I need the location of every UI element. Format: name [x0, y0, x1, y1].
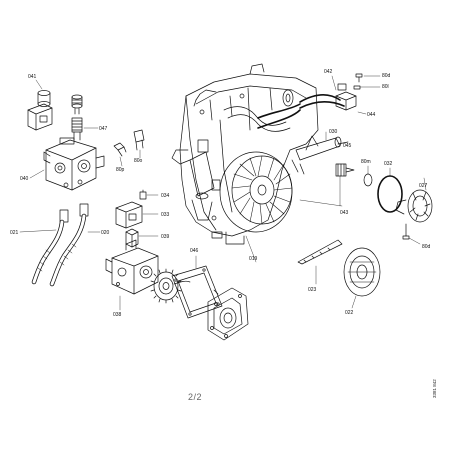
label-80p: 80p	[116, 167, 125, 173]
label-027: 027	[419, 183, 428, 189]
o-ring-80m	[363, 165, 373, 187]
document-code: 3381 842	[432, 379, 437, 398]
label-019: 019	[249, 256, 258, 262]
label-042: 042	[324, 69, 333, 75]
label-020: 020	[101, 230, 110, 236]
gasket-046	[171, 255, 223, 319]
oil-hose-021	[19, 209, 69, 285]
solenoid-coil-041	[27, 79, 53, 131]
label-044: 044	[367, 112, 376, 118]
flange-cover	[207, 287, 249, 341]
label-046: 046	[190, 248, 199, 254]
label-022: 022	[345, 310, 354, 316]
fan-wheel	[219, 151, 293, 233]
label-034: 034	[161, 193, 170, 199]
label-80l: 80l	[382, 84, 389, 90]
fitting-80o	[133, 129, 145, 159]
oil-pump-040	[29, 137, 105, 191]
coupling-gear	[150, 268, 191, 304]
nozzle-045	[335, 163, 355, 207]
label-030: 030	[329, 129, 338, 135]
label-80m: 80m	[361, 159, 371, 165]
ignition-tube-030	[291, 131, 349, 175]
label-021: 021	[10, 230, 19, 236]
solenoid-coil-033	[115, 201, 159, 229]
label-80d-bottom: 80d	[422, 244, 431, 250]
page-number: 2/2	[188, 392, 203, 402]
blade-023	[297, 239, 343, 285]
label-80o: 80o	[134, 158, 143, 164]
screw-80l	[353, 85, 381, 90]
label-045: 045	[343, 143, 352, 149]
screw-80d-bottom	[402, 223, 421, 245]
label-032: 032	[384, 161, 393, 167]
label-043: 043	[340, 210, 349, 216]
label-041: 041	[28, 74, 37, 80]
valve-stem-047	[71, 94, 99, 141]
screw-80d-top	[355, 73, 381, 83]
label-80d-top: 80d	[382, 73, 391, 79]
label-023: 023	[308, 287, 317, 293]
label-038: 038	[113, 312, 122, 318]
diffuser-027	[395, 177, 433, 223]
flange-disc-022	[343, 247, 381, 309]
pump-assembly-038	[105, 239, 159, 311]
electrode-harness-042	[257, 75, 367, 129]
label-047: 047	[99, 126, 108, 132]
seal-ring-032	[377, 167, 403, 213]
label-033: 033	[161, 212, 170, 218]
label-040: 040	[20, 176, 29, 182]
valve-039	[125, 228, 159, 248]
label-039: 039	[161, 234, 170, 240]
oil-hose-020	[49, 203, 101, 287]
plug-034	[139, 189, 159, 200]
fitting-80p	[113, 142, 127, 167]
burner-housing	[171, 63, 319, 263]
